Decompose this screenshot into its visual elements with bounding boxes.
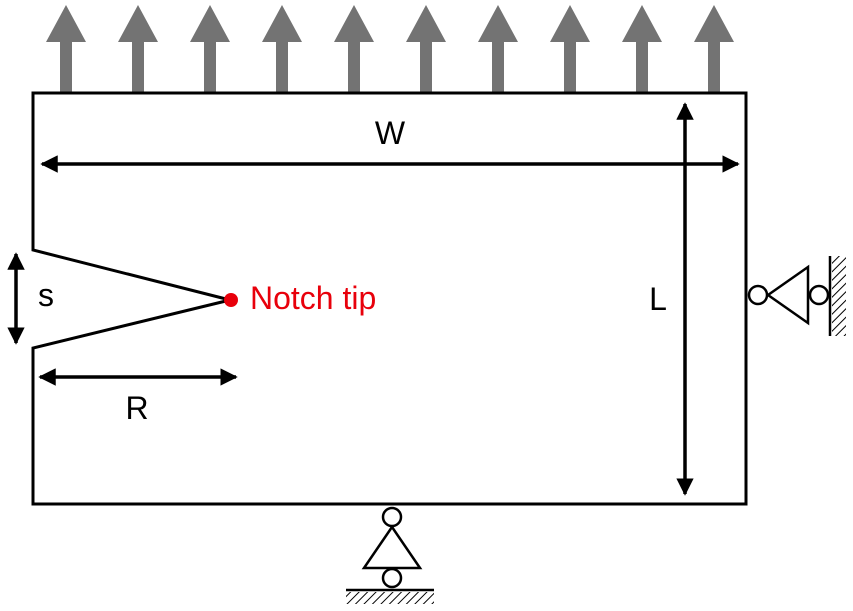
notch-tip-marker xyxy=(224,293,238,307)
load-arrow xyxy=(550,5,590,93)
load-arrow xyxy=(694,5,734,93)
plate-outline xyxy=(31,91,748,506)
length-label: L xyxy=(649,281,667,317)
load-arrow xyxy=(622,5,662,93)
load-arrow xyxy=(478,5,518,93)
right-roller-support xyxy=(747,256,846,336)
bottom-roller-support xyxy=(346,506,434,604)
notch-tip-label: Notch tip xyxy=(250,280,376,316)
load-arrow xyxy=(118,5,158,93)
load-arrow xyxy=(406,5,446,93)
load-arrow xyxy=(190,5,230,93)
width-label: W xyxy=(375,115,406,151)
notch-opening-label: s xyxy=(38,277,54,313)
load-arrow xyxy=(46,5,86,93)
tensile-load-arrows xyxy=(46,5,734,93)
notch-depth-label: R xyxy=(125,390,148,426)
load-arrow xyxy=(334,5,374,93)
load-arrow xyxy=(262,5,302,93)
